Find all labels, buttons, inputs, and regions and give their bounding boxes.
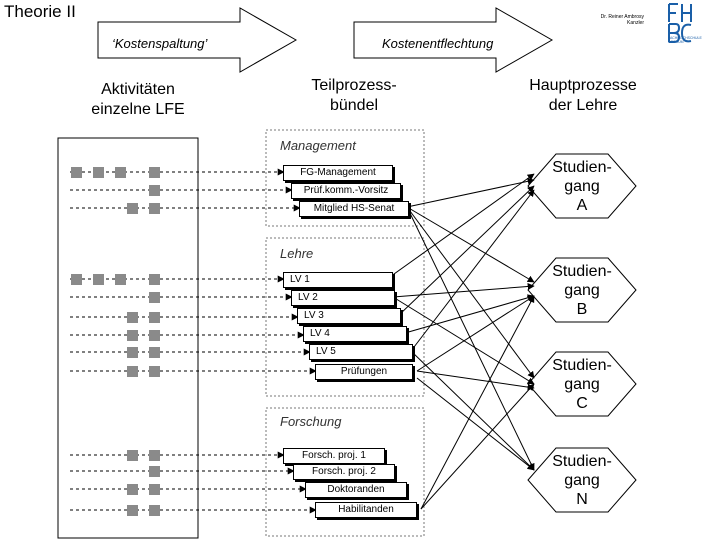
program-c-line3: C [576, 395, 588, 412]
activity-square [127, 347, 138, 358]
flow-arrow-9 [410, 189, 535, 352]
flow-arrow-13 [410, 350, 535, 471]
flow-arrow-15 [420, 295, 535, 510]
flow-arrow-14 [392, 296, 535, 385]
activity-square [149, 312, 160, 323]
bundle-box-hs-senat: Mitglied HS-Senat [299, 201, 409, 217]
flow-arrow-16 [420, 383, 535, 510]
activity-square [149, 274, 160, 285]
column-header-activities-line2: einzelne LFE [91, 101, 185, 118]
activity-square [127, 330, 138, 341]
program-n-line3: N [576, 491, 588, 508]
activity-square [149, 292, 160, 303]
group-frame-lehre [265, 237, 425, 397]
flow-arrow-12 [416, 377, 535, 471]
bundle-box-lv3: LV 3 [297, 308, 401, 324]
activity-square [149, 347, 160, 358]
big-arrow-right [353, 7, 554, 73]
activity-square [149, 366, 160, 377]
column-header-main-line1: Hauptprozesse [529, 77, 637, 94]
group-label-management: Management [280, 138, 356, 153]
logo-icon [668, 3, 692, 43]
bundle-box-lv1: LV 1 [283, 272, 393, 288]
column-header-main: Hauptprozesse der Lehre [508, 76, 658, 116]
program-a-line2: gang [564, 178, 600, 195]
activity-square [71, 167, 82, 178]
bundle-box-forsch-proj1: Forsch. proj. 1 [283, 448, 385, 464]
group-frame-management [265, 129, 425, 227]
hexagon-n [527, 447, 637, 513]
activity-square [127, 505, 138, 516]
big-arrow-left [97, 7, 298, 73]
flow-arrow-11 [416, 370, 535, 391]
hexagon-b [527, 257, 637, 323]
program-b-line3: B [576, 301, 588, 318]
activity-square [149, 484, 160, 495]
flow-arrow-4 [406, 206, 535, 471]
program-c-line1: Studien- [552, 357, 612, 374]
group-frame-forschung [265, 407, 425, 537]
column-header-activities: Aktivitäten einzelne LFE [68, 80, 208, 120]
activity-square [127, 203, 138, 214]
activity-square [149, 330, 160, 341]
column-header-partial-line1: Teilprozess- [311, 77, 397, 94]
activity-square [127, 484, 138, 495]
activity-square [127, 450, 138, 461]
bundle-box-lv4: LV 4 [303, 326, 407, 342]
activity-square [149, 450, 160, 461]
activity-square [149, 167, 160, 178]
flow-arrow-7 [398, 185, 535, 316]
activity-square [71, 274, 82, 285]
group-label-lehre: Lehre [280, 246, 314, 261]
program-n-line1: Studien- [552, 453, 612, 470]
activity-square [93, 167, 104, 178]
activity-square [127, 366, 138, 377]
flow-arrow-3 [406, 206, 535, 379]
program-label-a: Studien- gang A [542, 158, 622, 215]
column-header-activities-line1: Aktivitäten [101, 81, 175, 98]
program-b-line1: Studien- [552, 263, 612, 280]
bundle-box-pruef-komm: Prüf.komm.-Vorsitz [291, 183, 401, 199]
slide-title: Theorie II [4, 2, 76, 21]
program-a-line1: Studien- [552, 159, 612, 176]
bundle-box-habilitanden: Habilitanden [315, 502, 417, 518]
program-label-n: Studien- gang N [542, 452, 622, 509]
logo-text: FACHHOCHSCHULE BOCHUM [668, 36, 702, 44]
column-header-partial-line2: bündel [329, 97, 379, 114]
logo [666, 2, 694, 46]
activity-square [149, 466, 160, 477]
activity-square [93, 274, 104, 285]
bundle-box-pruefungen: Prüfungen [315, 364, 413, 380]
program-c-line2: gang [564, 376, 600, 393]
column-header-partial: Teilprozess- bündel [284, 76, 424, 116]
program-a-line3: A [576, 197, 588, 214]
activity-square [149, 185, 160, 196]
program-label-c: Studien- gang C [542, 356, 622, 413]
program-label-b: Studien- gang B [542, 262, 622, 319]
flow-arrow-2 [406, 206, 535, 283]
group-label-forschung: Forschung [280, 414, 342, 429]
bundle-box-lv2: LV 2 [291, 290, 395, 306]
program-n-line2: gang [564, 472, 600, 489]
column-header-main-line2: der Lehre [548, 97, 618, 114]
activity-square [115, 274, 126, 285]
bundle-box-lv5: LV 5 [309, 344, 413, 360]
activity-square [149, 203, 160, 214]
arrow-label-kostenspaltung: ‘Kostenspaltung’ [112, 36, 208, 51]
flow-arrow-5 [386, 173, 535, 280]
bundle-box-doktoranden: Doktoranden [305, 482, 407, 498]
activity-square [149, 505, 160, 516]
activity-square [127, 312, 138, 323]
arrow-label-kostenentflechtung: Kostenentflechtung [382, 36, 494, 51]
bundle-box-fg-management: FG-Management [283, 165, 393, 181]
flow-arrow-6 [392, 283, 535, 298]
program-b-line2: gang [564, 282, 600, 299]
author-note: Dr. Reiner Ambrosy Kanzler [600, 14, 644, 26]
flow-arrow-1 [406, 177, 535, 208]
flow-arrow-8 [404, 294, 535, 334]
flow-arrow-10 [416, 295, 535, 372]
bundle-box-forsch-proj2: Forsch. proj. 2 [293, 464, 395, 480]
activity-square [115, 167, 126, 178]
